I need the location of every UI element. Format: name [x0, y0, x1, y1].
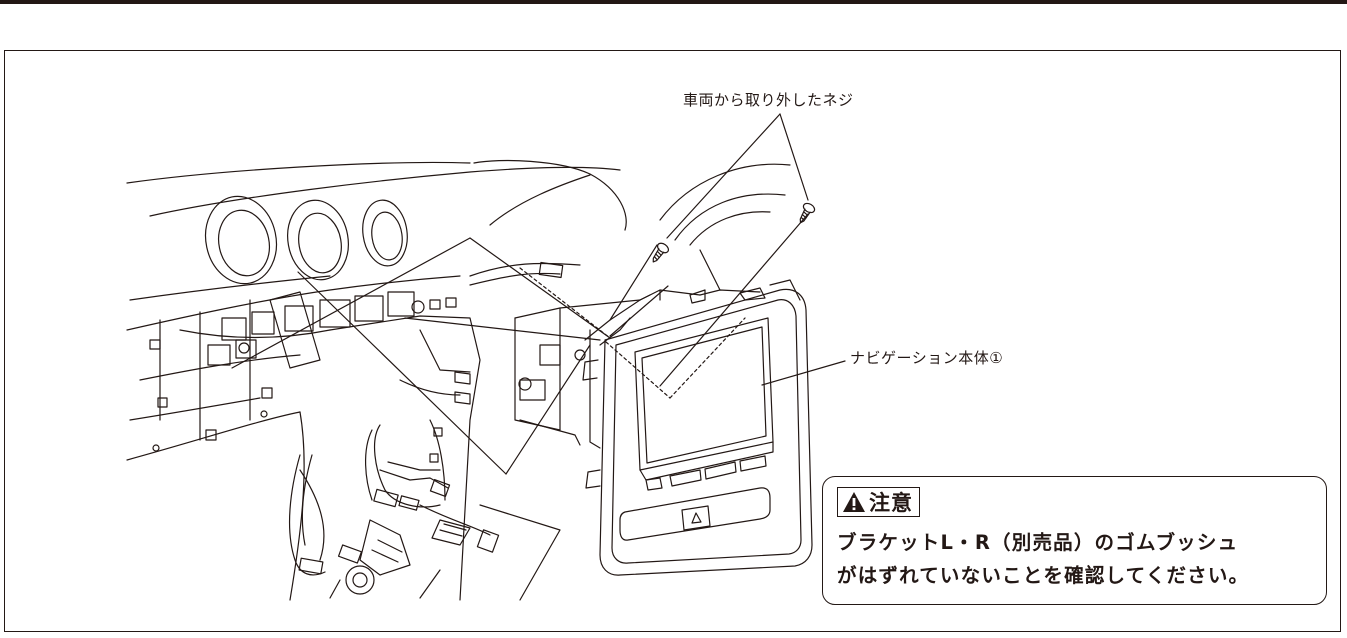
caution-text: ブラケットL・R（別売品）のゴムブッシュ がはずれていないことを確認してください…	[837, 526, 1317, 592]
caution-heading: 注意	[837, 487, 920, 517]
caution-box: 注意 ブラケットL・R（別売品）のゴムブッシュ がはずれていないことを確認してく…	[822, 476, 1327, 605]
dashed-guides	[519, 267, 746, 399]
navigation-unit-callout-label: ナビゲーション本体①	[850, 349, 1004, 367]
leader-lines	[231, 113, 846, 475]
dashboard-drawing	[126, 159, 627, 601]
figure-frame	[4, 50, 1341, 632]
caution-line-1: ブラケットL・R（別売品）のゴムブッシュ	[837, 531, 1239, 554]
caution-title: 注意	[869, 491, 913, 515]
caution-line-2: がはずれていないことを確認してください。	[837, 564, 1250, 587]
screws-callout-label: 車両から取り外したネジ	[683, 91, 854, 109]
top-rule	[0, 0, 1347, 4]
trim-panel-drawing	[659, 163, 791, 291]
warning-triangle-icon	[843, 492, 865, 512]
